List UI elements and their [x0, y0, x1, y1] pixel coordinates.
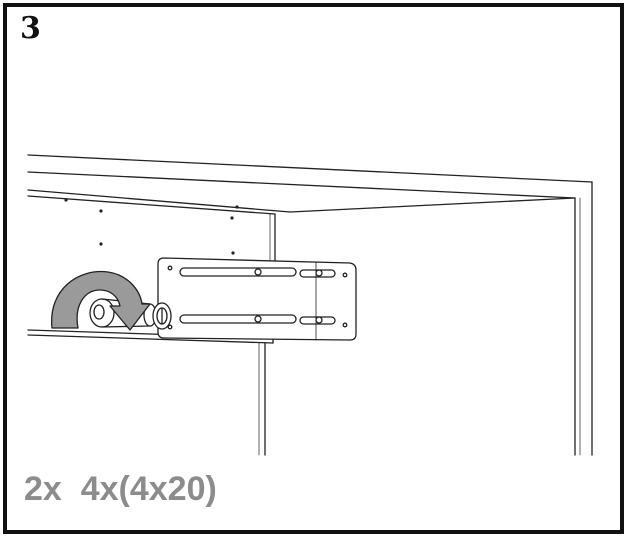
parts-quantity-label: 2x 4x(4x20): [24, 470, 217, 508]
rotate-arrow-icon: [51, 270, 151, 331]
step-number: 3: [20, 11, 41, 46]
hinge-bracket: [157, 257, 357, 341]
adjustment-screw: [89, 298, 172, 330]
screw-holes: [64, 198, 239, 255]
cabinet-frame: [27, 154, 593, 456]
